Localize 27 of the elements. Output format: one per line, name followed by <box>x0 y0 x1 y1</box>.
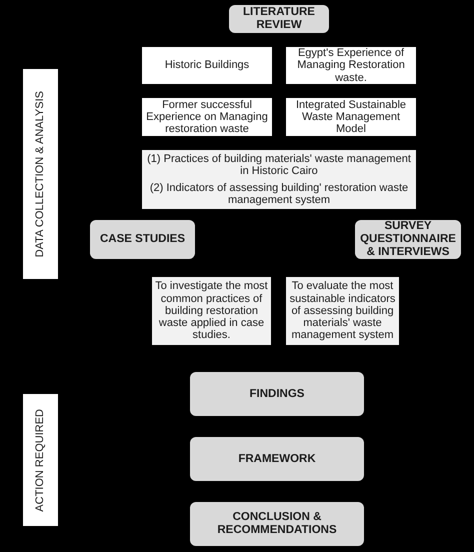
node-text: Egypt's Experience of Managing Restoration waste. <box>296 47 406 84</box>
topic-box <box>286 98 416 136</box>
node-text: (2) Indicators of assessing building' restoration waste management system <box>148 182 410 206</box>
node-text: CASE STUDIES <box>100 233 185 246</box>
phase-band <box>23 394 58 526</box>
node-text: FINDINGS <box>250 388 304 400</box>
stage-box <box>190 372 364 416</box>
node-text: SURVEY QUESTIONNAIRE & INTERVIEWS <box>359 220 457 259</box>
topic-box <box>142 47 272 84</box>
topic-box <box>286 47 416 84</box>
node-text: To investigate the most common practices of building restoration waste applied in case studies. <box>155 280 268 342</box>
topic-box <box>142 150 416 209</box>
node-text: To evaluate the most sustainable indicators of assessing building materials' waste management system <box>289 280 396 342</box>
stage-box <box>190 502 364 546</box>
node-text: FRAMEWORK <box>238 452 316 466</box>
node-text: Former successful Experience on Managing restoration waste <box>145 98 269 136</box>
stage-box <box>90 220 195 259</box>
stage-box <box>190 437 364 481</box>
node-text: LITERATURE REVIEW <box>242 6 316 32</box>
node-text: CONCLUSION & RECOMMENDATIONS <box>216 511 338 537</box>
node-text: Historic Buildings <box>164 59 250 72</box>
node-text: Integrated Sustainable Waste Management Model <box>294 98 408 136</box>
phase-band <box>23 69 58 279</box>
node-text: (1) Practices of building materials' waste management in Historic Cairo <box>146 152 412 178</box>
phase-label: DATA COLLECTION & ANALYSIS <box>34 90 47 258</box>
phase-label: ACTION REQUIRED <box>34 408 47 512</box>
stage-box <box>229 5 329 33</box>
